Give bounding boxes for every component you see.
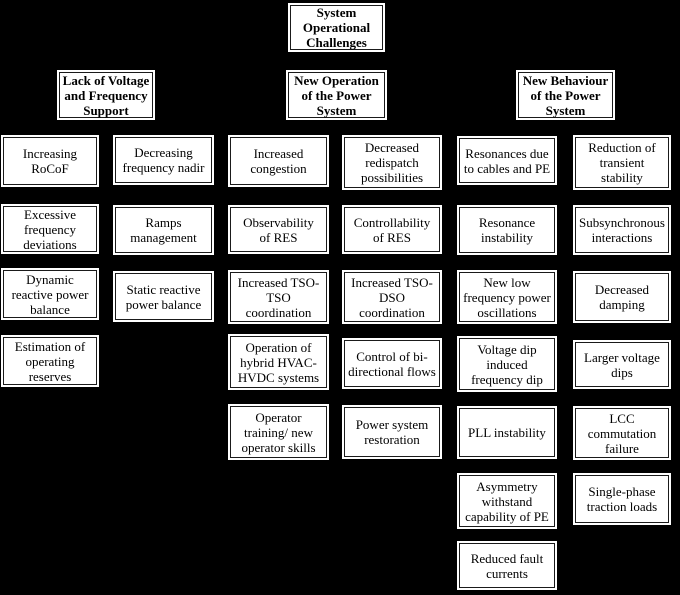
root-node: System Operational Challenges	[290, 5, 383, 50]
node-larger-voltage-dips: Larger voltage dips	[575, 342, 669, 387]
node-asymmetry-withstand-pe: Asymmetry withstand capability of PE	[459, 475, 555, 527]
node-operator-training-new-skills: Operator training/ new operator skills	[230, 406, 327, 458]
node-decreased-damping: Decreased damping	[575, 273, 669, 321]
branch-header-voltage-frequency-support: Lack of Voltage and Frequency Support	[59, 72, 153, 118]
branch-header-new-behaviour: New Behaviour of the Power System	[518, 72, 613, 118]
node-controllability-of-res: Controllability of RES	[344, 207, 440, 252]
node-ramps-management: Ramps management	[115, 207, 212, 253]
node-excessive-frequency-deviations: Excessive frequency deviations	[3, 206, 97, 252]
node-operation-hybrid-hvac-hvdc: Operation of hybrid HVAC- HVDC systems	[230, 336, 327, 388]
node-decreasing-frequency-nadir: Decreasing frequency nadir	[115, 137, 212, 183]
node-observability-of-res: Observability of RES	[230, 207, 327, 252]
node-new-low-frequency-oscillations: New low frequency power oscillations	[459, 272, 555, 322]
node-increased-congestion: Increased congestion	[230, 137, 327, 185]
node-lcc-commutation-failure: LCC commutation failure	[575, 408, 669, 458]
node-increasing-rocof: Increasing RoCoF	[3, 137, 97, 185]
node-control-bidirectional-flows: Control of bi- directional flows	[344, 340, 440, 387]
node-reduced-fault-currents: Reduced fault currents	[459, 543, 555, 588]
node-increased-tso-dso-coordination: Increased TSO- DSO coordination	[344, 272, 440, 322]
node-pll-instability: PLL instability	[459, 408, 555, 457]
node-static-reactive-power-balance: Static reactive power balance	[115, 273, 212, 320]
node-single-phase-traction-loads: Single-phase traction loads	[575, 475, 669, 523]
node-voltage-dip-induced-frequency-dip: Voltage dip induced frequency dip	[459, 338, 555, 390]
node-increased-tso-tso-coordination: Increased TSO- TSO coordination	[230, 272, 327, 322]
node-resonances-cables-pe: Resonances due to cables and PE	[459, 138, 555, 183]
node-estimation-of-operating-reserves: Estimation of operating reserves	[3, 337, 97, 385]
node-resonance-instability: Resonance instability	[459, 207, 555, 253]
node-power-system-restoration: Power system restoration	[344, 407, 440, 457]
node-reduction-transient-stability: Reduction of transient stability	[575, 137, 669, 188]
node-dynamic-reactive-power-balance: Dynamic reactive power balance	[3, 270, 97, 318]
node-decreased-redispatch-possibilities: Decreased redispatch possibilities	[344, 137, 440, 188]
node-subsynchronous-interactions: Subsynchronous interactions	[575, 207, 669, 253]
branch-header-new-operation: New Operation of the Power System	[288, 72, 385, 118]
